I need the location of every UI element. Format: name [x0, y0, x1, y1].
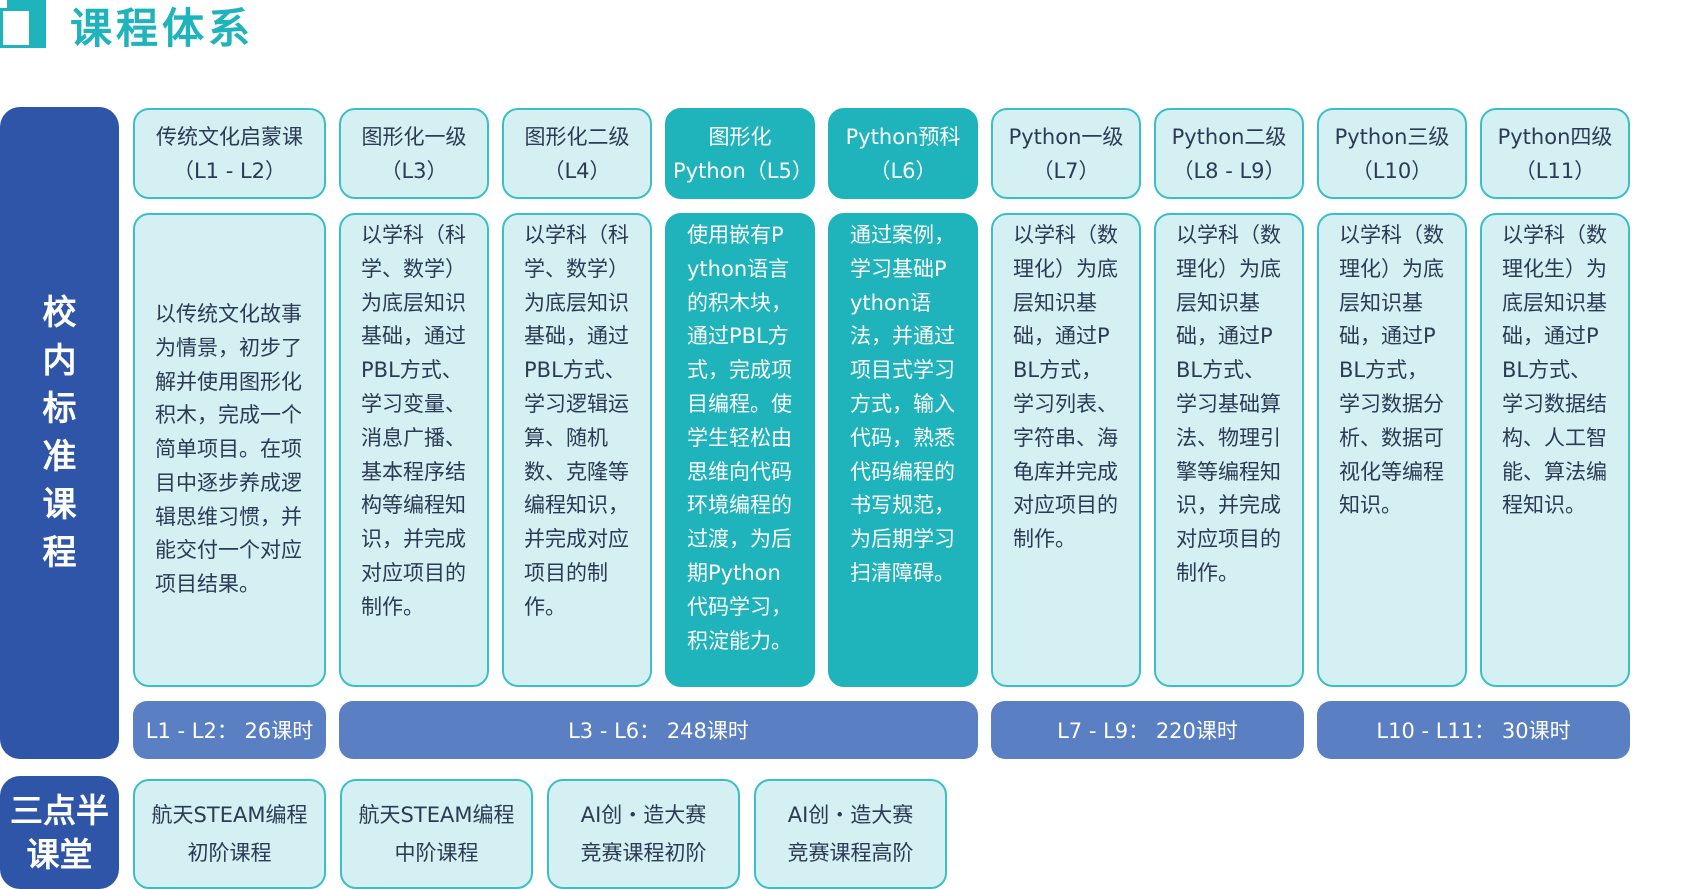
- course-desc-text: 通过案例，学习基础Python语法，并通过项目式学习方式，输入代码，熟悉代码编程…: [850, 223, 955, 585]
- hours-label: L10 - L11： 30课时: [1376, 719, 1571, 743]
- course-desc-4: 使用嵌有Python语言的积木块，通过PBL方式，完成项目编程。使学生轻松由思维…: [665, 213, 815, 687]
- course-level: Python（L5）: [673, 158, 813, 183]
- course-desc-text: 使用嵌有Python语言的积木块，通过PBL方式，完成项目编程。使学生轻松由思维…: [687, 223, 792, 653]
- course-header-4: 图形化 Python（L5）: [665, 108, 815, 199]
- course-header-8: Python三级 （L10）: [1317, 108, 1467, 199]
- extra-course-line2: 初阶课程: [187, 841, 272, 865]
- course-header-6: Python一级 （L7）: [991, 108, 1141, 199]
- course-name: 图形化: [708, 124, 772, 149]
- course-desc-7: 以学科（数理化）为底层知识基础，通过PBL方式、学习基础算法、物理引擎等编程知识…: [1154, 213, 1304, 687]
- hours-bar-l3-l6: L3 - L6： 248课时: [339, 701, 978, 759]
- hours-label: L1 - L2： 26课时: [145, 719, 314, 743]
- course-level: （L10）: [1351, 158, 1433, 183]
- extra-course-4: AI创・造大赛竞赛课程高阶: [754, 779, 947, 889]
- course-desc-text: 以学科（数理化）为底层知识基础，通过PBL方式，学习列表、字符串、海龟库并完成对…: [1013, 223, 1118, 552]
- course-desc-9: 以学科（数理化生）为底层知识基础，通过PBL方式、学习数据结构、人工智能、算法编…: [1480, 213, 1630, 687]
- extra-course-2: 航天STEAM编程中阶课程: [340, 779, 533, 889]
- course-header-3: 图形化二级 （L4）: [502, 108, 652, 199]
- course-desc-text: 以学科（科学、数学）为底层知识基础，通过PBL方式、学习逻辑运算、随机数、克隆等…: [524, 223, 629, 619]
- course-name: 传统文化启蒙课: [156, 124, 303, 149]
- title-square-icon: [0, 0, 46, 48]
- hours-label: L3 - L6： 248课时: [568, 719, 749, 743]
- course-desc-text: 以学科（数理化生）为底层知识基础，通过PBL方式、学习数据结构、人工智能、算法编…: [1502, 223, 1607, 518]
- course-desc-text: 以传统文化故事为情景，初步了解并使用图形化积木，完成一个简单项目。在项目中逐步养…: [155, 301, 302, 597]
- extra-course-line1: AI创・造大赛: [787, 803, 914, 827]
- course-level: （L1 - L2）: [172, 158, 287, 183]
- course-header-9: Python四级 （L11）: [1480, 108, 1630, 199]
- course-level: （L8 - L9）: [1172, 158, 1286, 183]
- course-level: （L4）: [543, 158, 611, 183]
- extra-course-line1: 航天STEAM编程: [151, 803, 308, 827]
- course-header-1: 传统文化启蒙课 （L1 - L2）: [133, 108, 326, 199]
- hours-bar-l10-l11: L10 - L11： 30课时: [1317, 701, 1630, 759]
- course-level: （L6）: [869, 158, 937, 183]
- course-desc-6: 以学科（数理化）为底层知识基础，通过PBL方式，学习列表、字符串、海龟库并完成对…: [991, 213, 1141, 687]
- section-label-extra: 三点半课堂: [0, 776, 119, 889]
- course-name: Python预科: [845, 124, 961, 149]
- extra-course-line2: 竞赛课程初阶: [580, 841, 707, 865]
- course-desc-2: 以学科（科学、数学）为底层知识基础，通过PBL方式、学习变量、消息广播、基本程序…: [339, 213, 489, 687]
- extra-course-line2: 中阶课程: [394, 841, 479, 865]
- course-header-2: 图形化一级 （L3）: [339, 108, 489, 199]
- course-level: （L11）: [1514, 158, 1596, 183]
- extra-course-line1: 航天STEAM编程: [358, 803, 515, 827]
- course-name: Python一级: [1008, 124, 1124, 149]
- course-desc-1: 以传统文化故事为情景，初步了解并使用图形化积木，完成一个简单项目。在项目中逐步养…: [133, 213, 326, 687]
- course-desc-5: 通过案例，学习基础Python语法，并通过项目式学习方式，输入代码，熟悉代码编程…: [828, 213, 978, 687]
- course-name: Python二级: [1171, 124, 1287, 149]
- page-title: 课程体系: [70, 4, 255, 53]
- hours-bar-l7-l9: L7 - L9： 220课时: [991, 701, 1304, 759]
- course-desc-text: 以学科（数理化）为底层知识基础，通过PBL方式、学习基础算法、物理引擎等编程知识…: [1176, 223, 1281, 585]
- course-level: （L7）: [1032, 158, 1100, 183]
- course-header-7: Python二级 （L8 - L9）: [1154, 108, 1304, 199]
- course-desc-8: 以学科（数理化）为底层知识基础，通过PBL方式，学习数据分析、数据可视化等编程知…: [1317, 213, 1467, 687]
- extra-course-3: AI创・造大赛竞赛课程初阶: [547, 779, 740, 889]
- section-label-main: 校内标准课程: [0, 107, 119, 759]
- course-name: 图形化二级: [524, 124, 630, 149]
- extra-course-1: 航天STEAM编程初阶课程: [133, 779, 326, 889]
- section-label-main-text: 校内标准课程: [42, 293, 77, 573]
- course-level: （L3）: [380, 158, 448, 183]
- course-desc-text: 以学科（科学、数学）为底层知识基础，通过PBL方式、学习变量、消息广播、基本程序…: [361, 223, 466, 619]
- hours-label: L7 - L9： 220课时: [1057, 719, 1238, 743]
- hours-bar-l1-l2: L1 - L2： 26课时: [133, 701, 326, 759]
- section-label-extra-text: 三点半课堂: [10, 790, 109, 874]
- course-name: 图形化一级: [361, 124, 467, 149]
- course-name: Python三级: [1334, 124, 1450, 149]
- extra-course-line2: 竞赛课程高阶: [787, 841, 914, 865]
- course-header-5: Python预科 （L6）: [828, 108, 978, 199]
- extra-course-line1: AI创・造大赛: [580, 803, 707, 827]
- course-name: Python四级: [1497, 124, 1613, 149]
- course-desc-text: 以学科（数理化）为底层知识基础，通过PBL方式，学习数据分析、数据可视化等编程知…: [1339, 223, 1444, 518]
- course-desc-3: 以学科（科学、数学）为底层知识基础，通过PBL方式、学习逻辑运算、随机数、克隆等…: [502, 213, 652, 687]
